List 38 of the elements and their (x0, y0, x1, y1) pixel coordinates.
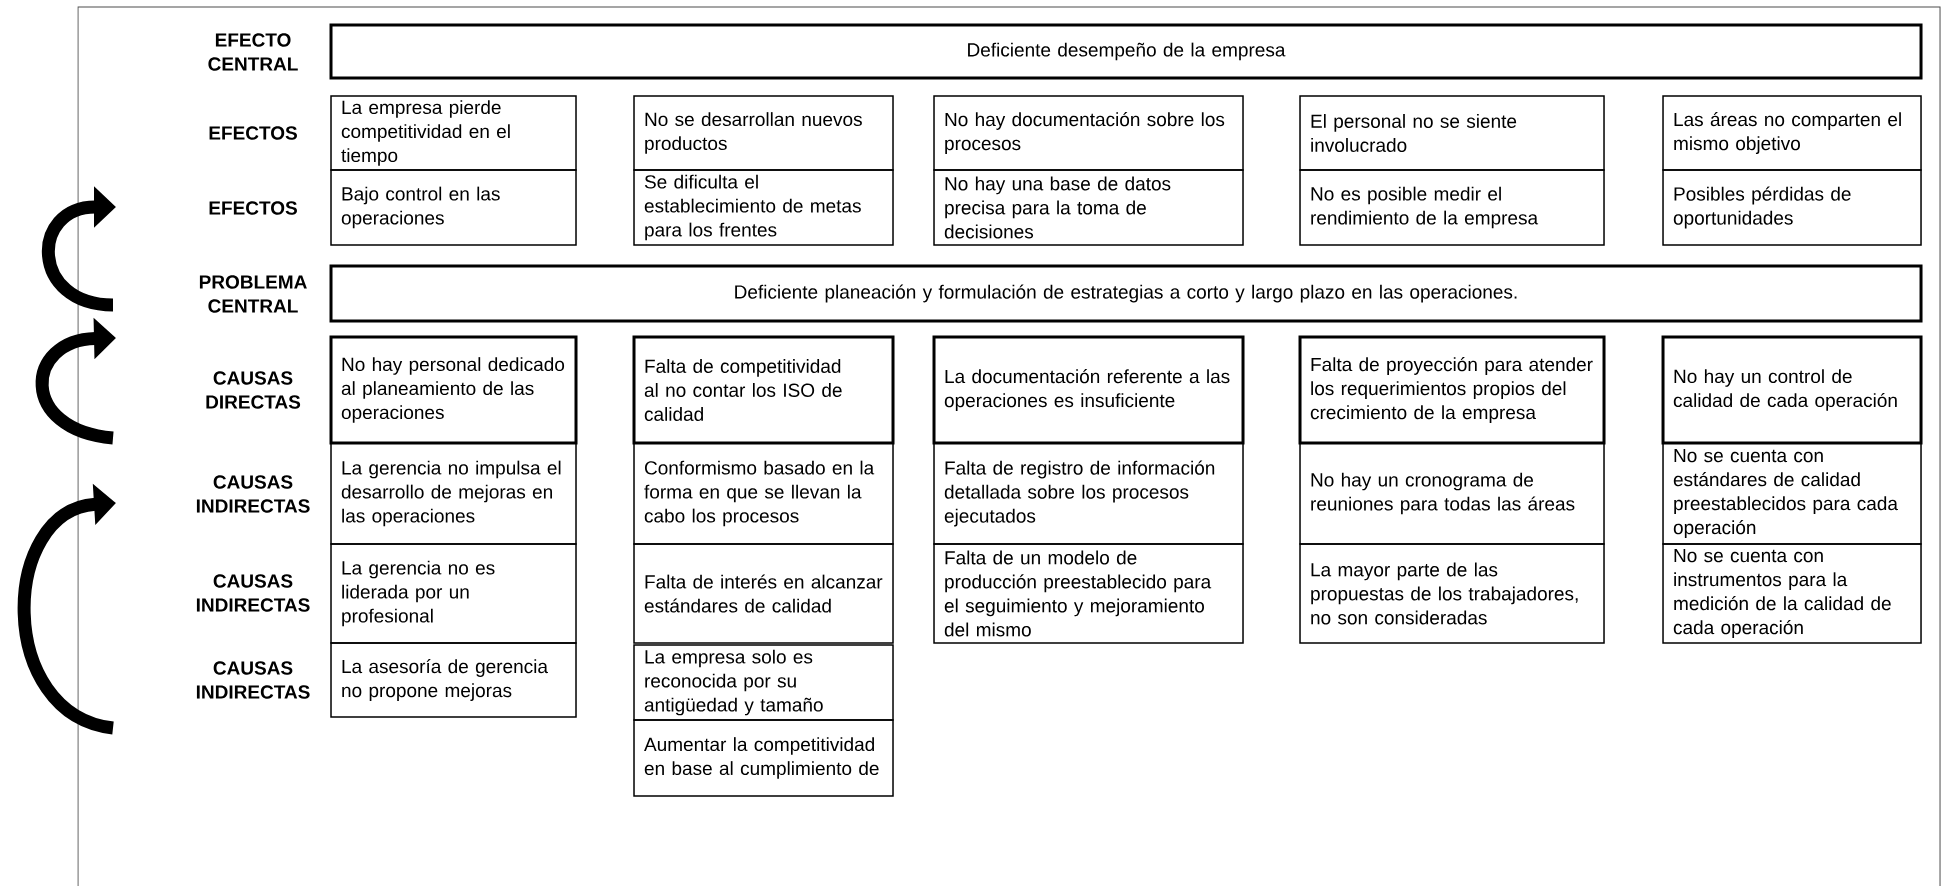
row-label: CAUSAS INDIRECTAS (196, 475, 310, 513)
central-effect-box: Deficiente desempeño de la empresa (329, 23, 1923, 80)
cause-box: Falta de proyección para atender los requerimientos propios del crecimiento de la empresa (1298, 335, 1606, 445)
cause-box: No hay personal dedicado al planeamiento de las operaciones (329, 335, 578, 445)
effect-box: El personal no se siente involucrado (1299, 95, 1605, 171)
cause-box: La mayor parte de las propuestas de los trabajadores, no son consideradas (1299, 543, 1605, 644)
effect-box: No hay documentación sobre los procesos (933, 95, 1244, 171)
cause-box: Falta de registro de información detallada sobre los procesos ejecutados (933, 442, 1244, 545)
effect-box: Las áreas no comparten el mismo objetivo (1662, 95, 1922, 171)
effect-box: Bajo control en las operaciones (330, 169, 577, 246)
cause-box: La gerencia no impulsa el desarrollo de mejoras en las operaciones (330, 442, 577, 545)
central-problem-box: Deficiente planeación y formulación de estrategias a corto y largo plazo en las operaciones. (329, 264, 1923, 323)
cause-box: La empresa solo es reconocida por su antigüedad y tamaño (633, 644, 894, 721)
cause-box: La gerencia no es liderada por un profesional (330, 543, 577, 644)
cause-box: Falta de competitividad al no contar los ISO de calidad (632, 335, 895, 445)
row-label: PROBLEMA CENTRAL (199, 275, 307, 313)
cause-box: La asesoría de gerencia no propone mejoras (330, 642, 577, 718)
row-label: CAUSAS INDIRECTAS (196, 574, 310, 612)
cause-box: No se cuenta con instrumentos para la medición de la calidad de cada operación (1662, 543, 1922, 644)
row-label: CAUSAS INDIRECTAS (196, 661, 310, 699)
effect-box: Se dificulta el establecimiento de metas para los frentes (633, 169, 894, 246)
cause-box: No hay un cronograma de reuniones para todas las áreas (1299, 442, 1605, 545)
effect-box: No es posible medir el rendimiento de la empresa (1299, 169, 1605, 246)
cause-box: La documentación referente a las operaciones es insuficiente (932, 335, 1245, 445)
cause-box: Conformismo basado en la forma en que se llevan la cabo los procesos (633, 442, 894, 545)
cause-box: Aumentar la competitividad en base al cumplimiento de (633, 719, 894, 797)
row-label: EFECTOS (209, 126, 297, 140)
effect-box: No se desarrollan nuevos productos (633, 95, 894, 171)
cause-box: Falta de un modelo de producción preestablecido para el seguimiento y mejoramiento del mismo (933, 543, 1244, 644)
effect-box: Posibles pérdidas de oportunidades (1662, 169, 1922, 246)
cause-box: No se cuenta con estándares de calidad preestablecidos para cada operación (1662, 442, 1922, 545)
cause-box: No hay un control de calidad de cada operación (1661, 335, 1923, 445)
row-label: EFECTOS (209, 201, 297, 215)
effect-box: No hay una base de datos precisa para la toma de decisiones (933, 169, 1244, 246)
row-label: CAUSAS DIRECTAS (206, 371, 301, 409)
cause-box: Falta de interés en alcanzar estándares de calidad (633, 543, 894, 644)
row-label: EFECTO CENTRAL (208, 33, 298, 71)
effect-box: La empresa pierde competitividad en el tiempo (330, 95, 577, 171)
